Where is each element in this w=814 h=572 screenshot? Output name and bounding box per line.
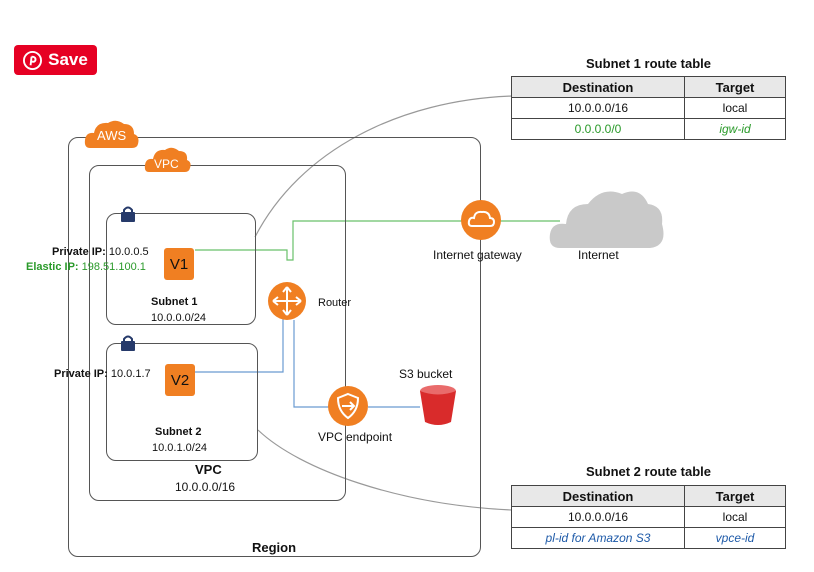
lock-icon [121,335,135,351]
route-table-1-connector [254,95,513,238]
subnet-1-cidr: 10.0.0.0/24 [151,312,207,324]
vpc-badge-label: VPC [154,157,179,171]
aws-label: AWS [97,128,127,143]
column-header: Target [684,485,786,507]
s3-bucket-icon[interactable] [418,384,458,428]
column-header: Target [684,76,786,98]
subnet-1-box [106,213,256,325]
target-cell: vpce-id [684,527,786,549]
vpc-cloud-icon [144,147,191,172]
subnet-1-name: Subnet 1 [151,296,198,308]
blue-route-line [195,302,284,373]
aws-cloud-box [68,137,481,557]
green-route-line [195,220,462,261]
destination-cell: 10.0.0.0/16 [511,97,685,119]
private-ip-label: Private IP: [52,246,106,258]
subnet-1-elastic-ip: Elastic IP: 198.51.100.1 [26,261,146,273]
table-row: pl-id for Amazon S3 vpce-id [511,527,786,549]
subnet-2-box [106,343,258,461]
region-label: Region [252,540,297,555]
elastic-ip-label: Elastic IP: [26,261,79,273]
route-table-2-title: Subnet 2 route table [586,464,711,479]
save-button-label: Save [48,50,88,69]
internet-label: Internet [578,248,619,262]
save-button[interactable]: Save [14,45,97,75]
vpc-endpoint-icon[interactable] [327,385,369,427]
route-table-1: Destination Target 10.0.0.0/16 local 0.0… [511,76,786,140]
destination-cell: 10.0.0.0/16 [511,506,685,528]
vpc-cidr: 10.0.0.0/16 [175,480,236,494]
internet-gateway-label: Internet gateway [433,248,522,262]
target-cell: local [684,506,786,528]
pinterest-icon [23,50,43,70]
instance-v1[interactable]: V1 [164,248,194,280]
lock-icon [121,206,135,222]
table-header-row: Destination Target [511,485,786,507]
vpc-label: VPC [195,462,222,477]
private-ip-value: 10.0.0.5 [108,246,149,258]
router-icon[interactable] [267,281,307,321]
subnet-2-private-ip: Private IP: 10.0.1.7 [54,368,151,380]
private-ip-value: 10.0.1.7 [110,368,151,380]
route-table-2-connector [257,429,513,511]
blue-endpoint-line [293,320,330,408]
route-table-2: Destination Target 10.0.0.0/16 local pl-… [511,485,786,549]
destination-cell: pl-id for Amazon S3 [511,527,685,549]
instance-v2[interactable]: V2 [165,364,195,396]
subnet-2-cidr: 10.0.1.0/24 [152,442,208,454]
table-row: 10.0.0.0/16 local [511,506,786,528]
internet-cloud-icon [549,191,664,248]
subnet-1-private-ip: Private IP: 10.0.0.5 [52,246,149,258]
table-row: 0.0.0.0/0 igw-id [511,118,786,140]
router-label: Router [318,297,352,309]
instance-v2-label: V2 [170,371,190,389]
elastic-ip-value: 198.51.100.1 [81,261,146,273]
s3-bucket-label: S3 bucket [399,367,453,381]
table-header-row: Destination Target [511,76,786,98]
instance-v1-label: V1 [169,255,189,273]
column-header: Destination [511,485,685,507]
destination-cell: 0.0.0.0/0 [511,118,685,140]
column-header: Destination [511,76,685,98]
vpc-box [89,165,346,501]
table-row: 10.0.0.0/16 local [511,97,786,119]
aws-cloud-icon [84,120,139,148]
target-cell: igw-id [684,118,786,140]
subnet-2-name: Subnet 2 [155,426,202,438]
private-ip-label: Private IP: [54,368,108,380]
vpc-endpoint-label: VPC endpoint [318,430,393,444]
target-cell: local [684,97,786,119]
route-table-1-title: Subnet 1 route table [586,56,711,71]
internet-gateway-icon[interactable] [460,199,502,241]
